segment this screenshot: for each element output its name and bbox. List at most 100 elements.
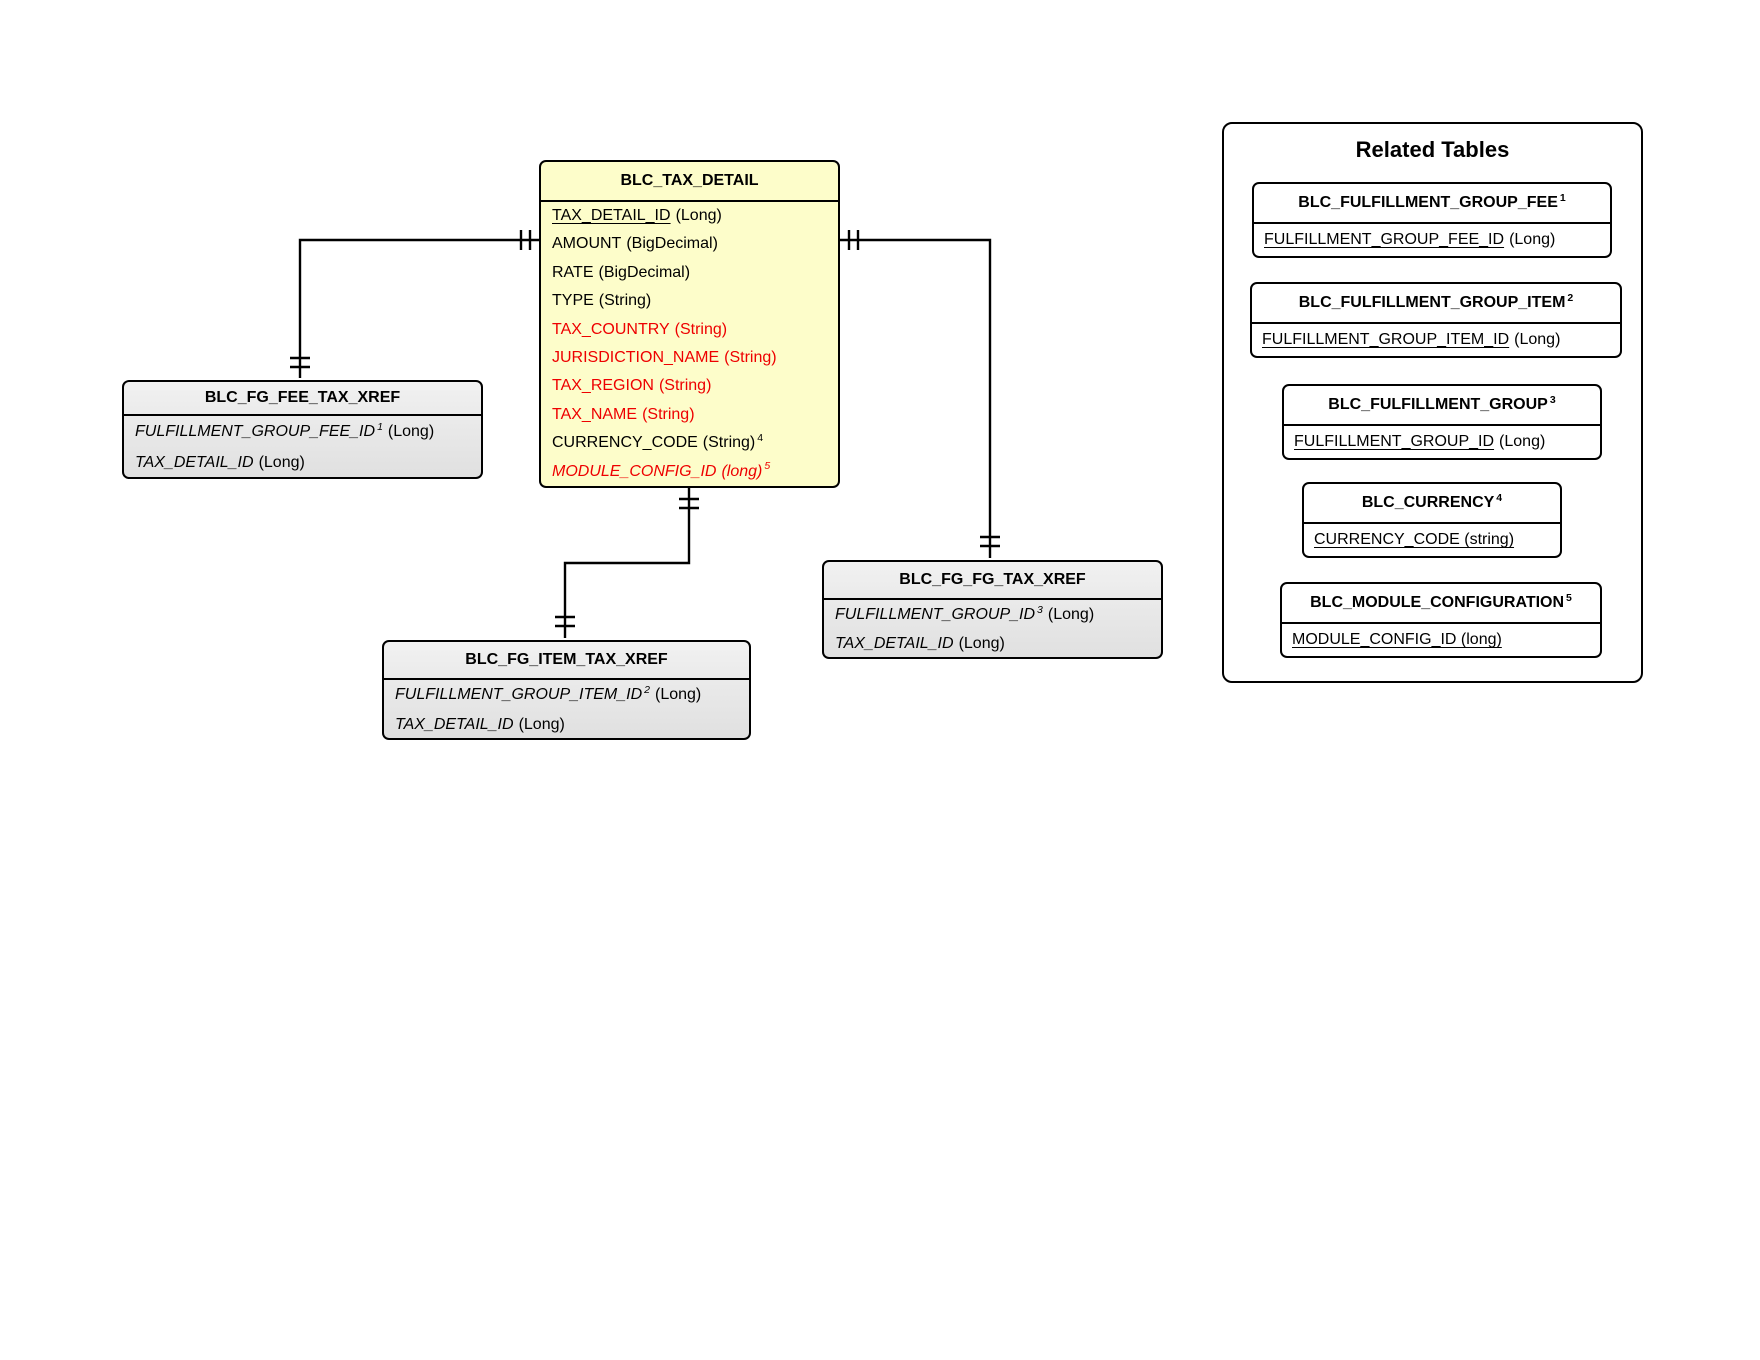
column-row: FULFILLMENT_GROUP_FEE_ID(Long) <box>1254 224 1610 256</box>
table-title-text: BLC_FULFILLMENT_GROUP_ITEM <box>1298 294 1566 311</box>
table-title: BLC_FG_FEE_TAX_XREF <box>124 382 481 416</box>
table-title-text: BLC_FULFILLMENT_GROUP <box>1328 396 1548 413</box>
column-type: (Long) <box>387 423 435 440</box>
column-type: (String) <box>598 292 652 310</box>
footnote-ref: 4 <box>757 431 764 444</box>
footnote-ref: 2 <box>644 683 650 696</box>
related-tables-title: Related Tables <box>1355 137 1510 162</box>
table-title: BLC_FG_FG_TAX_XREF <box>824 562 1161 600</box>
column-name: CURRENCY_CODE <box>552 434 698 452</box>
column-name: JURISDICTION_NAME <box>552 348 720 366</box>
column-name: FULFILLMENT_GROUP_FEE_ID <box>135 423 376 440</box>
column-row: MODULE_CONFIG_ID(long)5 <box>541 458 838 486</box>
column-row: FULFILLMENT_GROUP_ID(Long) <box>1284 426 1600 458</box>
column-row: MODULE_CONFIG_ID (long) <box>1282 624 1600 656</box>
column-row: TAX_DETAIL_ID(Long) <box>824 629 1161 658</box>
footnote-ref: 4 <box>1496 491 1503 504</box>
column-row: RATE(BigDecimal) <box>541 259 838 287</box>
column-name: TAX_COUNTRY <box>552 320 670 338</box>
column-type: (Long) <box>958 635 1005 652</box>
table-title-text: BLC_FULFILLMENT_GROUP_FEE <box>1298 194 1558 211</box>
column-type: (long) <box>721 462 763 480</box>
column-type: (String) <box>724 348 777 366</box>
column-type: (Long) <box>258 454 305 471</box>
column-name: CURRENCY_CODE (string) <box>1314 531 1515 548</box>
column-name: TAX_DETAIL_ID <box>552 207 671 224</box>
column-name: TYPE <box>552 292 594 310</box>
connector-taxdetail-fgitem <box>555 488 699 638</box>
column-name: TAX_NAME <box>552 405 638 423</box>
column-name: AMOUNT <box>552 235 622 253</box>
column-row: TAX_NAME(String) <box>541 401 838 429</box>
column-type: (String) <box>658 377 712 395</box>
table-title: BLC_TAX_DETAIL <box>541 162 838 202</box>
table-title: BLC_FG_ITEM_TAX_XREF <box>384 642 749 680</box>
column-type: (String) <box>702 434 756 452</box>
column-type: (String) <box>674 320 728 338</box>
column-type: (String) <box>642 405 695 423</box>
column-type: (Long) <box>518 715 565 733</box>
column-name: FULFILLMENT_GROUP_ITEM_ID <box>1262 331 1510 348</box>
column-row: TAX_DETAIL_ID(Long) <box>384 710 749 740</box>
table-title-text: BLC_MODULE_CONFIGURATION <box>1310 594 1565 611</box>
column-name: RATE <box>552 263 594 281</box>
column-type: (BigDecimal) <box>598 263 691 281</box>
footnote-ref: 2 <box>1567 291 1574 304</box>
connector-taxdetail-fgfee <box>290 230 539 378</box>
related-tables-panel: Related Tables BLC_FULFILLMENT_GROUP_FEE… <box>1222 122 1643 683</box>
column-row: CURRENCY_CODE (string) <box>1304 524 1560 556</box>
column-type: (Long) <box>1509 231 1556 248</box>
column-type: (Long) <box>1499 433 1546 450</box>
column-row: TAX_COUNTRY(String) <box>541 316 838 344</box>
footnote-ref: 3 <box>1037 603 1043 616</box>
footnote-ref: 1 <box>1559 191 1566 204</box>
column-row: AMOUNT(BigDecimal) <box>541 230 838 258</box>
column-row: TAX_DETAIL_ID(Long) <box>541 202 838 230</box>
table-blc-fg-item-tax-xref: BLC_FG_ITEM_TAX_XREF FULFILLMENT_GROUP_I… <box>382 640 751 740</box>
column-row: TAX_DETAIL_ID(Long) <box>124 447 481 478</box>
column-row: JURISDICTION_NAME(String) <box>541 344 838 372</box>
column-name: TAX_DETAIL_ID <box>395 715 514 733</box>
column-name: FULFILLMENT_GROUP_ITEM_ID <box>395 686 643 703</box>
column-type: (BigDecimal) <box>626 235 718 253</box>
column-row: TYPE(String) <box>541 287 838 315</box>
column-name: TAX_REGION <box>552 377 654 395</box>
column-name: FULFILLMENT_GROUP_ID <box>1294 433 1495 450</box>
column-row: CURRENCY_CODE(String)4 <box>541 429 838 457</box>
column-name: TAX_DETAIL_ID <box>135 454 254 471</box>
column-name: FULFILLMENT_GROUP_FEE_ID <box>1264 231 1505 248</box>
table-blc-tax-detail: BLC_TAX_DETAIL TAX_DETAIL_ID(Long) AMOUN… <box>539 160 840 488</box>
column-type: (Long) <box>655 686 702 703</box>
column-name: MODULE_CONFIG_ID (long) <box>1292 631 1502 648</box>
column-type: (Long) <box>675 207 722 224</box>
connector-taxdetail-fgfg <box>839 230 1000 558</box>
table-title-text: BLC_CURRENCY <box>1361 494 1495 511</box>
footnote-ref: 5 <box>1566 591 1572 604</box>
column-name: MODULE_CONFIG_ID <box>552 462 717 480</box>
footnote-ref: 3 <box>1549 393 1556 406</box>
column-type: (Long) <box>1047 606 1095 623</box>
footnote-ref: 1 <box>377 420 383 433</box>
table-blc-fg-fee-tax-xref: BLC_FG_FEE_TAX_XREF FULFILLMENT_GROUP_FE… <box>122 380 483 479</box>
column-type: (Long) <box>1514 331 1561 348</box>
column-name: TAX_DETAIL_ID <box>835 635 954 652</box>
column-name: FULFILLMENT_GROUP_ID <box>835 606 1036 623</box>
footnote-ref: 5 <box>764 460 771 473</box>
column-row: TAX_REGION(String) <box>541 372 838 400</box>
